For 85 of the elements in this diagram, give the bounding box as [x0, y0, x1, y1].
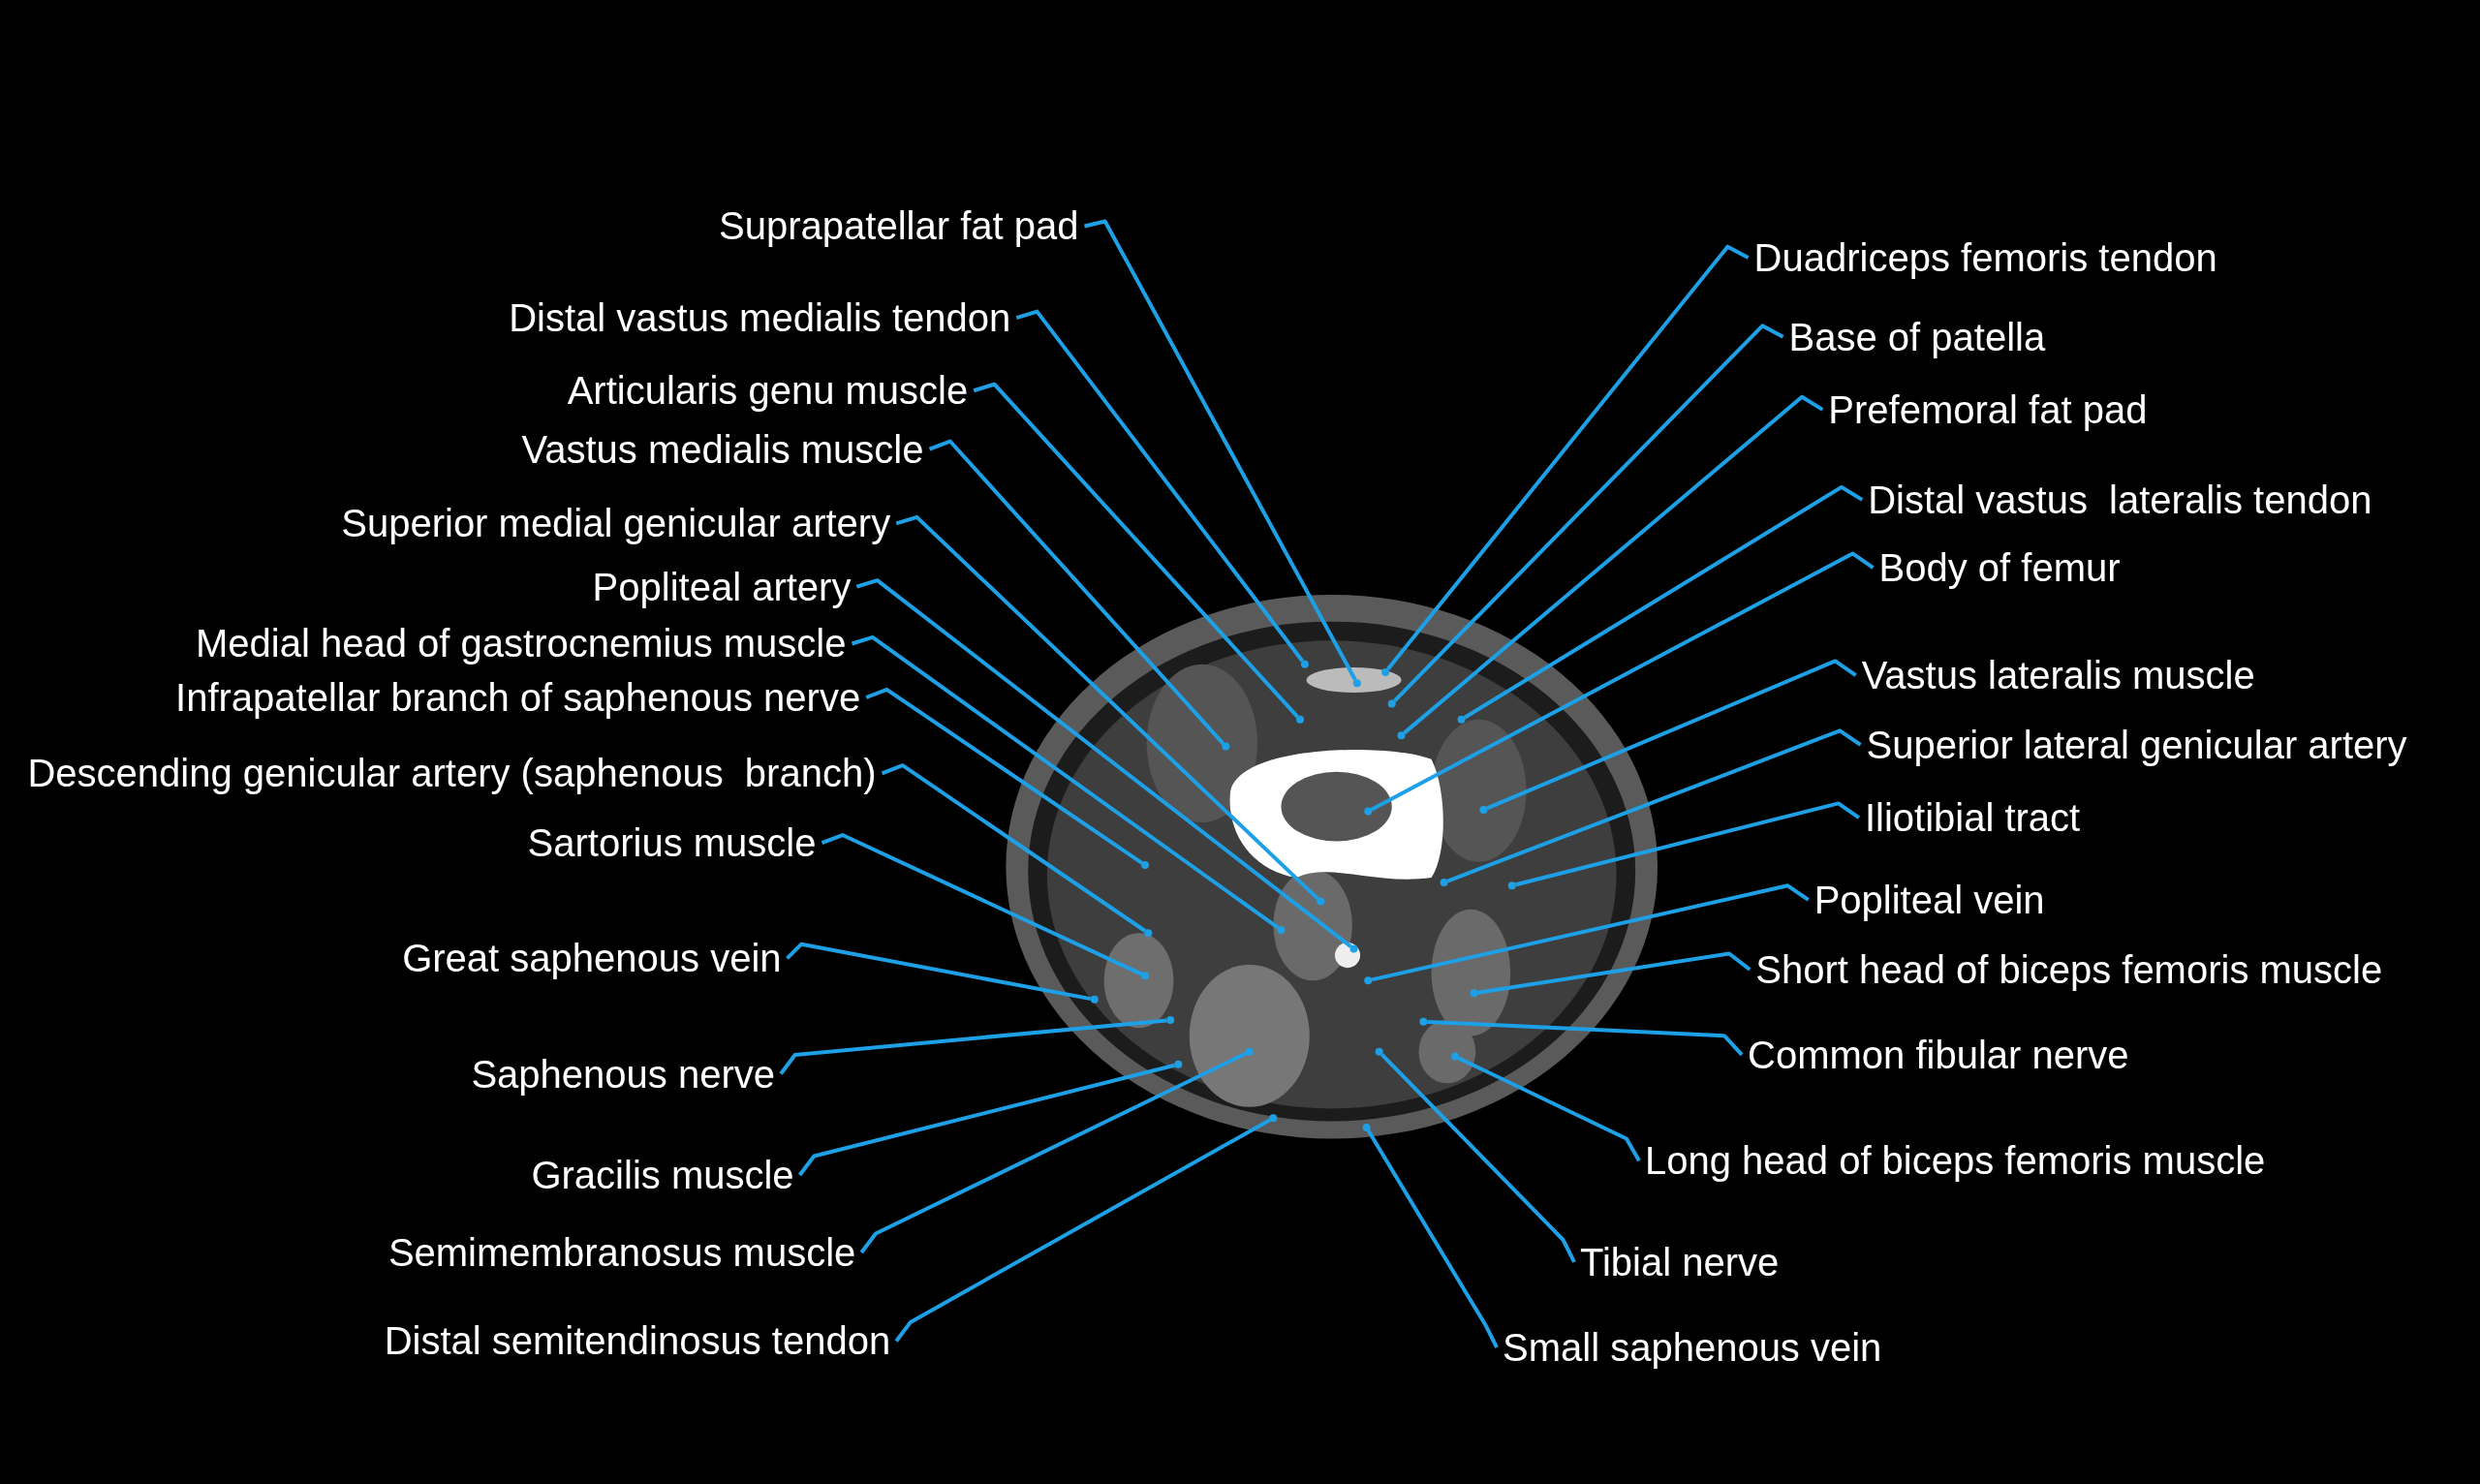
- leader-line: [821, 833, 1143, 976]
- structure-label: Popliteal artery: [592, 564, 852, 609]
- structure-label: Base of patella: [1788, 314, 2046, 359]
- target-point: [1451, 1052, 1460, 1061]
- target-point: [1141, 972, 1150, 980]
- target-point: [1166, 1016, 1175, 1025]
- structure-label: Small saphenous vein: [1503, 1325, 1882, 1370]
- leader-line: [1486, 659, 1857, 811]
- leader-line: [973, 382, 1299, 719]
- structure-label: Tibial nerve: [1580, 1239, 1780, 1284]
- structure-label: Saphenous nerve: [471, 1051, 775, 1097]
- target-point: [1364, 976, 1373, 985]
- target-point: [1296, 715, 1305, 724]
- structure-label: Gracilis muscle: [531, 1153, 794, 1198]
- target-point: [1317, 897, 1325, 906]
- structure-label: Body of femur: [1878, 545, 2121, 591]
- target-point: [1397, 731, 1406, 740]
- target-point: [1364, 807, 1373, 816]
- target-point: [1222, 742, 1230, 751]
- target-point: [1507, 881, 1516, 890]
- target-point: [1174, 1060, 1183, 1068]
- leader-line: [1084, 219, 1357, 681]
- leader-line: [855, 578, 1352, 948]
- leader-line: [1463, 484, 1864, 720]
- target-point: [1479, 805, 1488, 814]
- target-point: [1300, 660, 1309, 668]
- leader-line: [786, 942, 1092, 1002]
- target-point: [1470, 989, 1478, 998]
- structure-label: Suprapatellar fat pad: [719, 203, 1079, 249]
- leader-line: [1477, 951, 1752, 995]
- target-point: [1457, 715, 1466, 724]
- structure-label: Iliotibial tract: [1864, 795, 2081, 841]
- target-point: [1419, 1017, 1428, 1026]
- structure-label: Prefemoral fat pad: [1828, 386, 2148, 432]
- structure-label: Distal semitendinosus tendon: [384, 1318, 891, 1364]
- target-point: [1381, 667, 1390, 676]
- leader-line: [1366, 1129, 1499, 1348]
- target-point: [1269, 1114, 1278, 1123]
- leader-line: [1386, 244, 1750, 670]
- target-point: [1141, 861, 1150, 870]
- leader-line: [1457, 1056, 1641, 1162]
- leader-line: [1393, 324, 1784, 703]
- target-point: [1277, 926, 1286, 934]
- structure-label: Short head of biceps femoris muscle: [1755, 946, 2383, 992]
- target-point: [1440, 879, 1448, 886]
- leader-line: [1427, 1019, 1744, 1057]
- target-point: [1387, 699, 1396, 708]
- leader-line: [1403, 394, 1824, 735]
- leader-line: [895, 514, 1319, 901]
- target-point: [1349, 944, 1358, 953]
- target-point: [1245, 1047, 1254, 1056]
- structure-label: Long head of biceps femoris muscle: [1644, 1138, 2266, 1184]
- leader-line: [859, 1051, 1248, 1254]
- leader-line: [881, 763, 1147, 933]
- structure-label: Sartorius muscle: [527, 820, 817, 866]
- structure-label: Medial head of gastrocnemius muscle: [196, 621, 847, 666]
- structure-label: Common fibular nerve: [1748, 1032, 2129, 1077]
- structure-label: Popliteal vein: [1814, 877, 2045, 922]
- structure-label: Distal vastus medialis tendon: [509, 295, 1011, 341]
- leader-line: [865, 687, 1143, 865]
- leader-line: [779, 1018, 1167, 1075]
- structure-label: Duadriceps femoris tendon: [1753, 235, 2217, 281]
- leader-line: [1515, 801, 1861, 887]
- leader-line: [928, 439, 1225, 745]
- leader-line: [1446, 728, 1862, 883]
- structure-label: Superior medial genicular artery: [341, 501, 891, 546]
- structure-label: Descending genicular artery (saphenous branch): [27, 751, 877, 796]
- structure-label: Great saphenous vein: [402, 936, 782, 981]
- leader-line: [798, 1063, 1175, 1177]
- leader-line: [1380, 1053, 1576, 1263]
- structure-label: Vastus lateralis muscle: [1861, 653, 2255, 698]
- target-point: [1090, 995, 1099, 1004]
- structure-label: Vastus medialis muscle: [521, 426, 924, 472]
- structure-label: Infrapatellar branch of saphenous nerve: [175, 675, 861, 720]
- structure-label: Articularis genu muscle: [567, 368, 969, 414]
- structure-label: Distal vastus lateralis tendon: [1868, 477, 2372, 522]
- target-point: [1375, 1047, 1383, 1056]
- structure-label: Semimembranosus muscle: [388, 1230, 856, 1276]
- target-point: [1362, 1124, 1371, 1132]
- target-point: [1144, 929, 1153, 938]
- leader-line: [1371, 883, 1810, 982]
- leader-line: [851, 634, 1280, 930]
- target-point: [1352, 679, 1361, 688]
- structure-label: Superior lateral genicular artery: [1866, 722, 2407, 767]
- leader-line: [1015, 309, 1305, 663]
